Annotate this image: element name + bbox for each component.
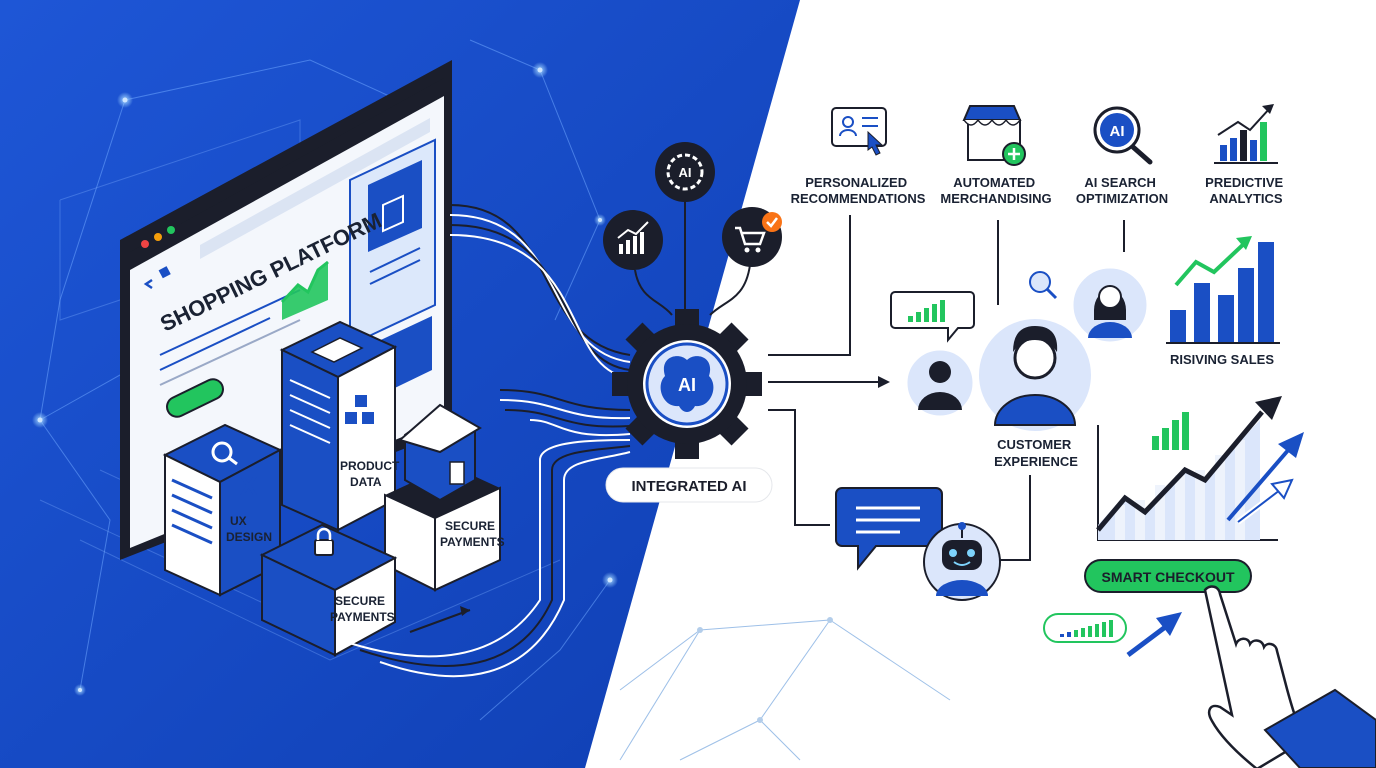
integrated-ai-label: INTEGRATED AI <box>632 478 747 495</box>
nav-square-icon <box>158 266 171 279</box>
feature-labels: PERSONALIZED RECOMMENDATIONS AUTOMATED M… <box>791 175 1287 206</box>
data-flow-lines <box>339 204 631 678</box>
feature-label-ai-search: AI SEARCH OPTIMIZATION <box>1076 175 1168 206</box>
ux-design-box: X UX DESIGN <box>162 423 283 597</box>
signal-bubble <box>890 291 975 343</box>
secure-payments-right-label: SECURE PAYMENTS <box>440 519 505 549</box>
smart-checkout-button[interactable]: SMART CHECKOUT <box>1084 559 1252 593</box>
secure-payments-box: SECURE PAYMENTS <box>259 523 398 657</box>
avatar-user-female <box>1070 265 1150 345</box>
window-close-dot <box>141 240 149 248</box>
hub-satellite-icons: AI <box>603 142 782 316</box>
chat-connector <box>1000 475 1031 561</box>
feature-label-personalized: PERSONALIZED RECOMMENDATIONS <box>791 175 926 206</box>
padlock-icon <box>314 539 334 556</box>
feature-personalized-icon <box>831 107 887 156</box>
central-ai-gear: AI <box>612 309 762 459</box>
ai-gear-mini-icon <box>655 142 715 202</box>
pointing-hand-icon <box>1203 585 1376 768</box>
rising-sales-chart <box>1166 236 1280 344</box>
network-nodes-left <box>32 62 618 696</box>
secure-payments-front-label: SECURE PAYMENTS <box>330 594 395 624</box>
data-block-icon <box>355 395 367 407</box>
nav-back-icon <box>143 278 153 290</box>
search-small-icon <box>1029 271 1058 300</box>
network-nodes-right <box>697 617 833 723</box>
magnifier-icon <box>211 441 233 463</box>
check-badge-icon <box>762 212 782 232</box>
platform-green-button <box>166 378 224 418</box>
central-ai-text: AI <box>678 375 696 395</box>
avatar-customer-main <box>975 315 1095 435</box>
feature-ai-search-icon: AI <box>1093 106 1153 165</box>
smart-checkout-label: SMART CHECKOUT <box>1102 569 1235 585</box>
ux-design-label: UX DESIGN <box>226 514 272 544</box>
progress-pill <box>1043 613 1127 643</box>
click-arrow <box>1126 612 1182 657</box>
feature-label-predictive: PREDICTIVE ANALYTICS <box>1205 175 1287 206</box>
product-bag-card <box>368 160 422 252</box>
avatar-user-dark <box>904 347 976 419</box>
product-data-label: PRODUCT DATA <box>340 459 403 489</box>
storefront-box: SECURE PAYMENTS <box>384 403 505 592</box>
chatbot-avatar-icon <box>923 522 1001 601</box>
shopping-bag-icon <box>382 194 404 233</box>
svg-text:AI: AI <box>1110 123 1125 140</box>
growth-chart <box>1096 396 1304 541</box>
feature-predictive-icon <box>1214 104 1278 164</box>
window-maximize-dot <box>167 226 175 234</box>
brain-icon <box>660 356 714 412</box>
feature-merchandising-icon <box>962 105 1026 166</box>
hub-output-lines <box>768 215 880 526</box>
ux-x-icon: X <box>240 471 258 501</box>
window-minimize-dot <box>154 233 162 241</box>
customer-experience-label: CUSTOMER EXPERIENCE <box>994 437 1078 469</box>
chat-bubble <box>835 487 943 571</box>
integrated-ai-pill: INTEGRATED AI <box>605 467 773 503</box>
rising-sales-label: RISIVING SALES <box>1170 352 1274 367</box>
feature-connectors <box>997 220 1125 305</box>
product-data-box: PRODUCT DATA <box>279 320 403 532</box>
ai-gear-mini-text: AI <box>679 165 692 180</box>
feature-label-merchandising: AUTOMATED MERCHANDISING <box>940 175 1051 206</box>
hub-arrow-head <box>878 376 890 388</box>
